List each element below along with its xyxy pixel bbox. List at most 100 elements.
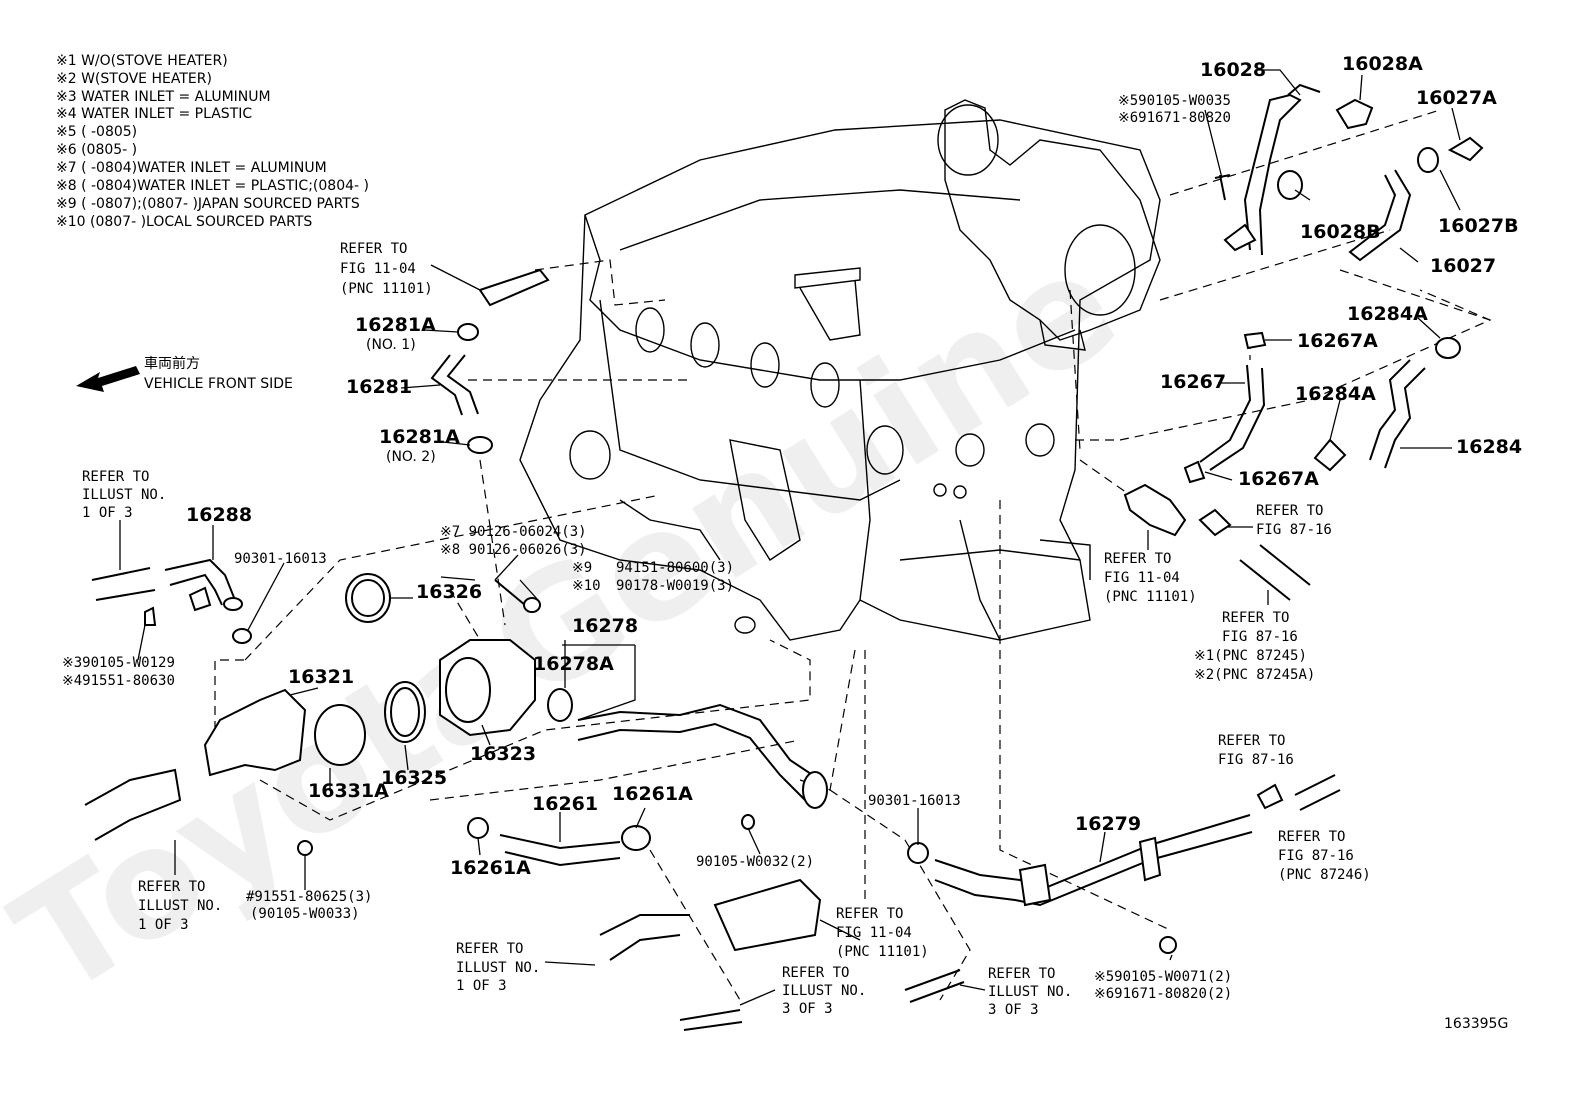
refer-fig-87-16-b: REFER TO FIG 87-16 ※1(PNC 87245) ※2(PNC … [1194,610,1315,683]
part-16267A-lower: 16267A [1238,468,1319,490]
notes-block: ※1 W/O(STOVE HEATER) ※2 W(STOVE HEATER) … [56,53,369,230]
svg-text:FIG 11-04: FIG 11-04 [836,925,912,941]
note-4: ※4 WATER INLET = PLASTIC [56,106,252,122]
part-16284A-upper: 16284A [1347,303,1428,325]
svg-text:ILLUST NO.: ILLUST NO. [782,983,866,999]
svg-text:FIG 11-04: FIG 11-04 [1104,570,1180,586]
callout-590105-W0035: ※590105-W0035 [1118,93,1231,109]
svg-text:REFER TO: REFER TO [1218,733,1285,749]
svg-text:ILLUST NO.: ILLUST NO. [988,984,1072,1000]
part-16028A: 16028A [1342,53,1423,75]
callout-90105-W0033: (90105-W0033) [250,906,360,922]
part-16331A: 16331A [308,780,389,802]
part-labels: 16028 16028A 16027A 16028B 16027B 16027 … [186,53,1522,879]
part-16323: 16323 [470,743,536,765]
note-1: ※1 W/O(STOVE HEATER) [56,53,228,69]
front-arrow-icon [76,366,140,392]
svg-text:REFER TO: REFER TO [1256,503,1323,519]
callout-590105-W0071: ※590105-W0071(2) [1094,969,1232,985]
refer-fig-11-04-upper: REFER TO FIG 11-04 (PNC 11101) [340,241,433,297]
note-10: ※10 (0807- )LOCAL SOURCED PARTS [56,214,312,230]
part-16284: 16284 [1456,436,1522,458]
svg-text:REFER TO: REFER TO [1278,829,1345,845]
svg-text:※1(PNC 87245): ※1(PNC 87245) [1194,648,1307,664]
callout-691671-80820: ※691671-80820 [1118,110,1231,126]
refer-illust-1-of-3-bottom: REFER TO ILLUST NO. 1 OF 3 [456,941,540,994]
svg-text:REFER TO: REFER TO [340,241,407,257]
part-16278A: 16278A [533,653,614,675]
part-16321: 16321 [288,666,354,688]
part-16278: 16278 [572,615,638,637]
svg-text:REFER TO: REFER TO [1104,551,1171,567]
callout-mark-10: ※10 [572,578,601,594]
part-16028B: 16028B [1300,221,1381,243]
callout-91551-80630: ※491551-80630 [62,673,175,689]
part-16325: 16325 [381,767,447,789]
svg-text:FIG 11-04: FIG 11-04 [340,261,416,277]
part-16267: 16267 [1160,371,1226,393]
svg-text:REFER TO: REFER TO [1222,610,1289,626]
svg-text:FIG 87-16: FIG 87-16 [1218,752,1294,768]
svg-text:ILLUST NO.: ILLUST NO. [456,960,540,976]
note-6: ※6 (0805- ) [56,142,137,158]
part-16281A-no1-sub: (NO. 1) [366,337,416,353]
part-16281A-no1: 16281A [355,314,436,336]
leader-lines [119,69,1461,1006]
refer-illust-1-of-3-bottom-left: REFER TO ILLUST NO. 1 OF 3 [138,879,222,933]
note-7: ※7 ( -0804)WATER INLET = ALUMINUM [56,160,327,176]
part-90301-16013-lower: 90301-16013 [868,793,961,809]
svg-text:1 OF 3: 1 OF 3 [82,505,133,521]
svg-text:REFER TO: REFER TO [138,879,205,895]
part-90301-16013-upper: 90301-16013 [234,551,327,567]
guide-lines [214,109,1492,1001]
svg-text:REFER TO: REFER TO [456,941,523,957]
refer-labels: REFER TO FIG 11-04 (PNC 11101) REFER TO … [82,241,1371,1018]
part-16288: 16288 [186,504,252,526]
part-16261A-right: 16261A [612,783,693,805]
callout-90126-06026: ※8 90126-06026(3) [440,542,587,558]
svg-text:FIG 87-16: FIG 87-16 [1278,848,1354,864]
callout-90126-06024: ※7 90126-06024(3) [440,524,587,540]
refer-fig-11-04-right: REFER TO FIG 11-04 (PNC 11101) [1104,551,1197,605]
part-16267A-upper: 16267A [1297,330,1378,352]
svg-text:FIG 87-16: FIG 87-16 [1256,522,1332,538]
figure-id: 163395G [1444,1016,1508,1032]
callout-mark-9: ※9 [572,560,592,576]
callout-691671-80820-lower: ※691671-80820(2) [1094,986,1232,1002]
part-16281: 16281 [346,376,412,398]
svg-text:ILLUST NO.: ILLUST NO. [138,898,222,914]
note-2: ※2 W(STOVE HEATER) [56,71,212,87]
callout-90105-W0129: ※390105-W0129 [62,655,175,671]
refer-fig-87-16-c: REFER TO FIG 87-16 [1218,733,1294,768]
svg-text:REFER TO: REFER TO [988,966,1055,982]
refer-illust-3-of-3-right: REFER TO ILLUST NO. 3 OF 3 [988,966,1072,1018]
vehicle-front-indicator: 車両前方 VEHICLE FRONT SIDE [76,355,293,392]
parts-drawings [84,83,1484,1031]
svg-text:ILLUST NO.: ILLUST NO. [82,487,166,503]
callout-91551-80625: #91551-80625(3) [246,889,372,905]
part-16261: 16261 [532,793,598,815]
note-5: ※5 ( -0805) [56,124,137,140]
part-16261A-left: 16261A [450,857,531,879]
note-8: ※8 ( -0804)WATER INLET = PLASTIC;(0804- … [56,178,369,194]
engine-block-drawing [519,99,1161,641]
svg-text:(PNC 11101): (PNC 11101) [836,944,929,960]
svg-text:REFER TO: REFER TO [782,965,849,981]
svg-text:REFER TO: REFER TO [82,469,149,485]
svg-text:REFER TO: REFER TO [836,906,903,922]
part-16027: 16027 [1430,255,1496,277]
svg-text:1 OF 3: 1 OF 3 [138,917,189,933]
svg-text:※2(PNC 87245A): ※2(PNC 87245A) [1194,667,1315,683]
part-16279: 16279 [1075,813,1141,835]
svg-text:3 OF 3: 3 OF 3 [988,1002,1039,1018]
note-3: ※3 WATER INLET = ALUMINUM [56,89,271,105]
part-16281A-no2-sub: (NO. 2) [386,449,436,465]
part-16027B: 16027B [1438,215,1519,237]
refer-fig-87-16-a: REFER TO FIG 87-16 [1256,503,1332,538]
svg-text:3 OF 3: 3 OF 3 [782,1001,833,1017]
part-16281A-no2: 16281A [379,426,460,448]
refer-illust-3-of-3-middle: REFER TO ILLUST NO. 3 OF 3 [782,965,866,1017]
svg-text:(PNC 11101): (PNC 11101) [1104,589,1197,605]
part-16284A-lower: 16284A [1295,383,1376,405]
part-16028: 16028 [1200,59,1266,81]
